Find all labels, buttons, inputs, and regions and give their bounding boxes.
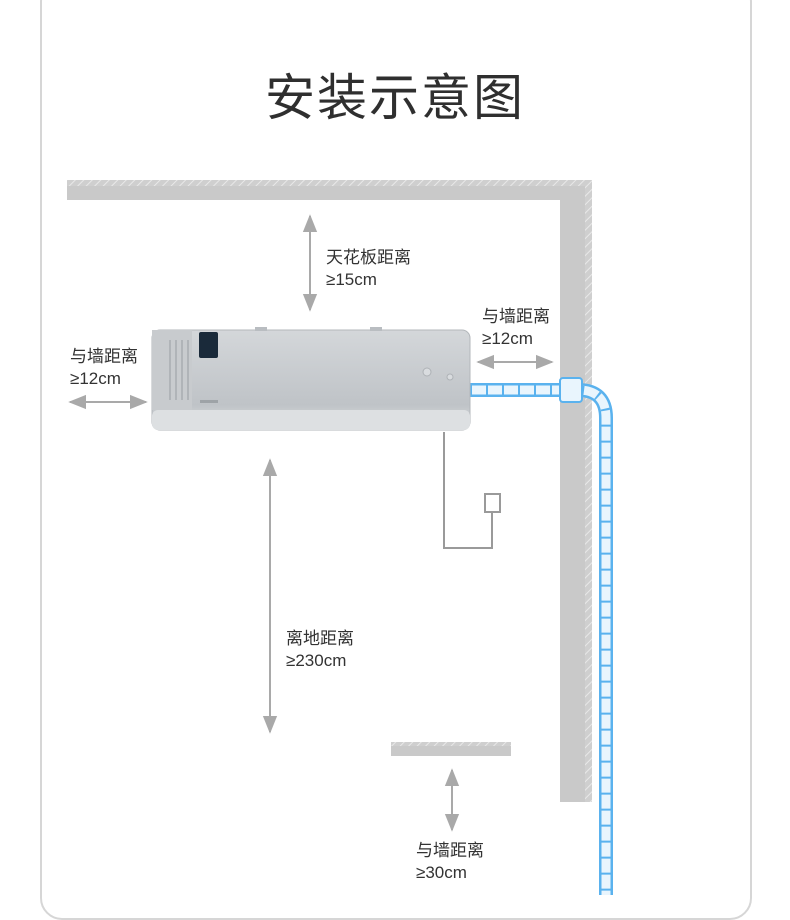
right-wall-distance-name: 与墙距离 bbox=[482, 307, 550, 326]
refrigerant-pipe bbox=[470, 377, 613, 895]
power-socket-icon bbox=[484, 493, 501, 513]
right-wall-distance-label: 与墙距离 ≥12cm bbox=[482, 306, 550, 350]
obstacle-shelf bbox=[391, 742, 511, 756]
left-wall-distance-name: 与墙距离 bbox=[70, 347, 138, 366]
ceiling-distance-value: ≥15cm bbox=[326, 270, 377, 289]
ceiling-distance-label: 天花板距离 ≥15cm bbox=[326, 247, 411, 291]
bottom-distance-value: ≥30cm bbox=[416, 863, 467, 882]
bottom-distance-label: 与墙距离 ≥30cm bbox=[416, 840, 484, 884]
power-cord bbox=[443, 432, 501, 549]
ceiling-wall bbox=[67, 180, 592, 200]
page-title: 安装示意图 bbox=[265, 69, 525, 127]
display-panel-icon bbox=[199, 332, 218, 358]
right-wall bbox=[560, 186, 592, 802]
ceiling-distance-name: 天花板距离 bbox=[326, 248, 411, 267]
floor-distance-label: 离地距离 ≥230cm bbox=[286, 628, 354, 672]
floor-distance-name: 离地距离 bbox=[286, 629, 354, 648]
floor-distance-value: ≥230cm bbox=[286, 651, 347, 670]
installation-diagram bbox=[67, 180, 613, 895]
right-wall-distance-value: ≥12cm bbox=[482, 329, 533, 348]
left-wall-distance-value: ≥12cm bbox=[70, 369, 121, 388]
left-wall-distance-label: 与墙距离 ≥12cm bbox=[70, 346, 138, 390]
air-conditioner-unit bbox=[151, 327, 471, 431]
bottom-distance-name: 与墙距离 bbox=[416, 841, 484, 860]
